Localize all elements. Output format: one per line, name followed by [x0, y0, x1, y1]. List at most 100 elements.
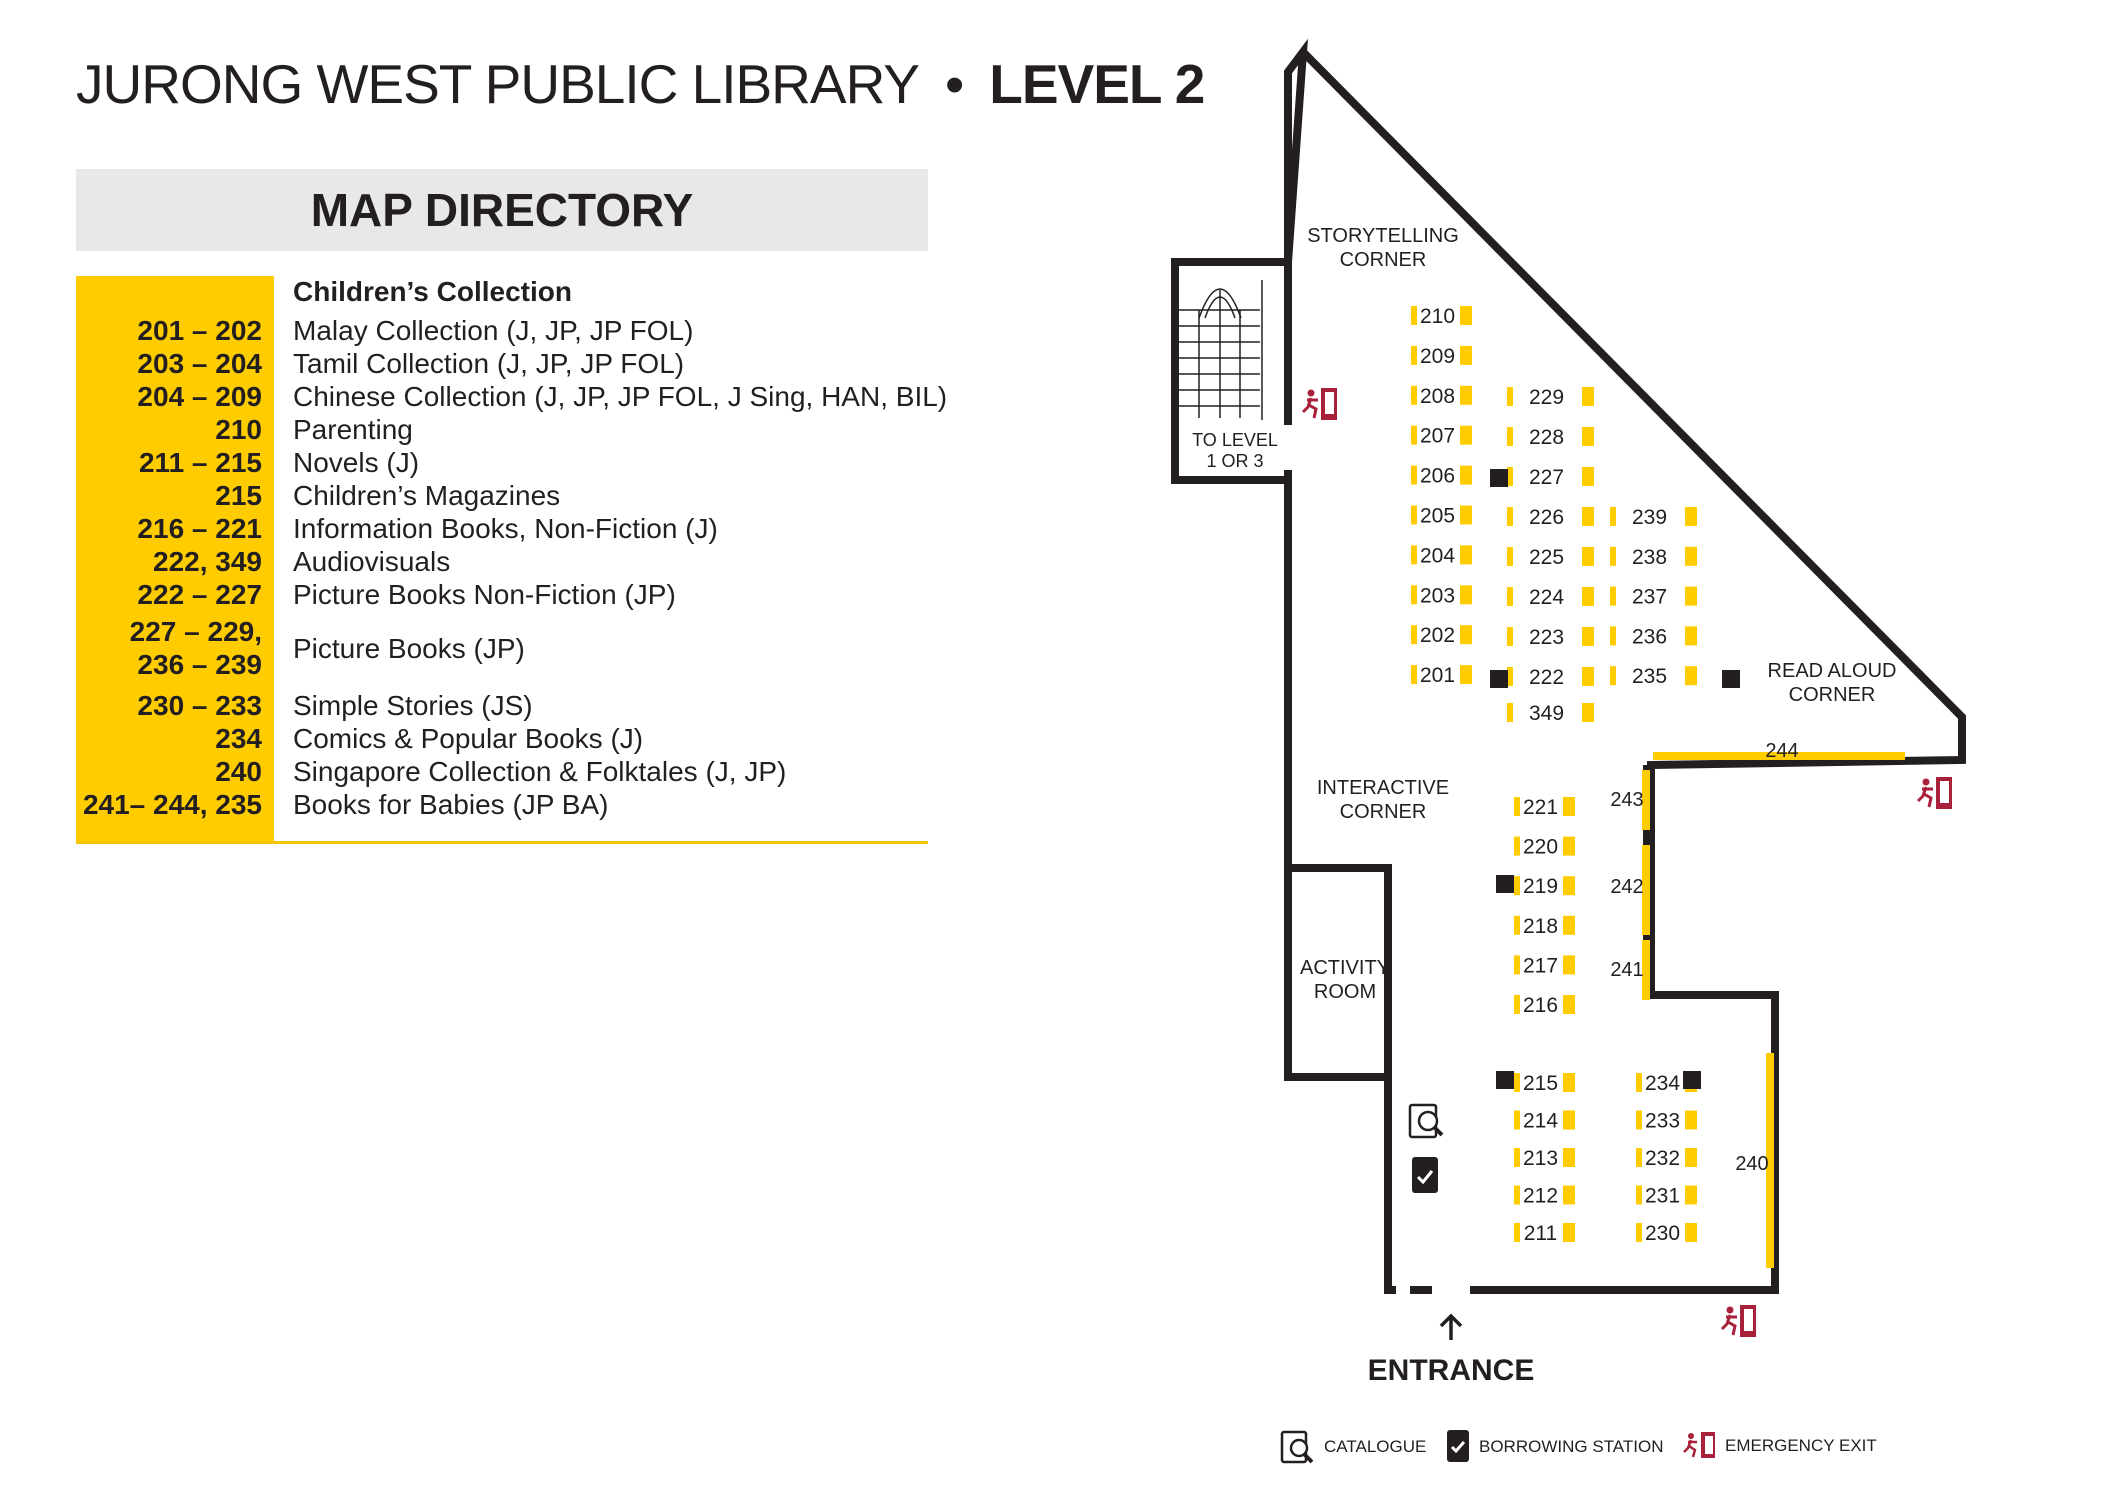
shelf-212: 212	[1514, 1185, 1575, 1208]
wall-shelf-244	[1653, 752, 1905, 760]
shelf-number: 228	[1529, 426, 1564, 449]
shelf-marker	[1507, 703, 1513, 722]
shelf-number: 211	[1524, 1222, 1557, 1245]
shelf-209: 209	[1411, 345, 1472, 368]
shelf-marker	[1507, 427, 1513, 446]
shelf-214: 214	[1514, 1110, 1575, 1133]
shelf-marker	[1685, 1185, 1697, 1205]
directory-row-description: Chinese Collection (J, JP, JP FOL, J Sin…	[293, 381, 948, 412]
shelf-marker	[1563, 915, 1575, 935]
shelf-marker	[1610, 666, 1616, 686]
shelf-marker	[1460, 665, 1472, 685]
shelf-marker	[1582, 507, 1594, 526]
wall-shelf-243	[1642, 770, 1650, 830]
directory-category: Children’s Collection	[293, 276, 572, 307]
directory-row-description: Parenting	[293, 414, 413, 445]
staircase	[1178, 280, 1263, 420]
catalogue-icon	[1280, 1430, 1314, 1464]
shelf-number: 224	[1529, 586, 1564, 609]
shelf-number: 231	[1645, 1185, 1680, 1208]
shelf-marker	[1460, 585, 1472, 605]
directory-row-description: Audiovisuals	[293, 546, 451, 577]
shelf-202: 202	[1411, 624, 1472, 647]
shelf-219: 219	[1514, 875, 1575, 898]
shelf-number: 349	[1529, 702, 1564, 725]
shelf-marker	[1411, 625, 1417, 645]
shelf-233: 233	[1636, 1110, 1697, 1133]
directory-number-column	[76, 276, 274, 841]
shelf-marker	[1610, 507, 1616, 526]
shelf-239: 239	[1610, 506, 1697, 529]
directory-row-description: Simple Stories (JS)	[293, 690, 533, 721]
title-bullet: •	[945, 53, 964, 115]
shelf-marker	[1563, 1223, 1575, 1242]
wall-shelf-240	[1766, 1053, 1774, 1268]
shelf-marker	[1507, 547, 1513, 566]
directory-row-description: Books for Babies (JP BA)	[293, 789, 609, 820]
wall-shelf-label-241: 241	[1610, 959, 1643, 981]
shelf-marker	[1582, 547, 1594, 566]
shelf-238: 238	[1610, 546, 1697, 569]
shelf-217: 217	[1514, 954, 1575, 977]
shelf-marker	[1582, 467, 1594, 486]
shelf-206: 206	[1411, 465, 1472, 488]
shelf-221: 221	[1514, 796, 1575, 819]
shelf-marker	[1610, 586, 1616, 606]
shelf-204: 204	[1411, 544, 1472, 567]
shelf-marker	[1582, 387, 1594, 406]
shelf-number: 201	[1420, 664, 1455, 687]
shelf-marker	[1411, 585, 1417, 605]
shelf-marker	[1514, 1148, 1520, 1167]
shelf-number: 216	[1523, 994, 1558, 1017]
interactive-corner-label-2: CORNER	[1340, 801, 1427, 823]
shelf-marker	[1582, 627, 1594, 646]
shelf-number: 202	[1420, 624, 1455, 647]
shelf-number: 204	[1420, 544, 1455, 567]
station-markers	[1490, 469, 1740, 1089]
shelf-marker	[1514, 915, 1520, 935]
shelf-number: 235	[1632, 665, 1667, 688]
shelf-number: 205	[1420, 505, 1455, 528]
directory-row-description: Picture Books Non-Fiction (JP)	[293, 579, 676, 610]
shelf-210: 210	[1411, 305, 1472, 328]
shelf-number: 217	[1523, 954, 1558, 977]
shelf-235: 235	[1610, 665, 1697, 688]
shelf-marker	[1563, 995, 1575, 1014]
map-directory-header: MAP DIRECTORY	[76, 169, 928, 251]
shelf-marker	[1460, 306, 1472, 325]
station-marker	[1496, 1071, 1514, 1089]
station-marker	[1722, 670, 1740, 688]
shelf-marker	[1563, 876, 1575, 896]
shelf-marker	[1685, 546, 1697, 566]
directory-row-description: Comics & Popular Books (J)	[293, 723, 644, 754]
shelf-349: 349	[1507, 702, 1594, 725]
shelf-marker	[1411, 465, 1417, 485]
shelf-marker	[1507, 587, 1513, 606]
page-title: JURONG WEST PUBLIC LIBRARY•LEVEL 2	[76, 52, 1205, 116]
catalogue-icon	[1408, 1103, 1444, 1139]
shelf-number: 210	[1420, 305, 1455, 328]
shelf-231: 231	[1636, 1185, 1697, 1208]
library-name: JURONG WEST PUBLIC LIBRARY	[76, 53, 920, 115]
shelf-number: 238	[1632, 546, 1667, 569]
emergency-exits	[1301, 388, 1952, 1337]
shelf-number: 206	[1420, 465, 1455, 488]
shelf-marker	[1610, 546, 1616, 566]
shelf-marker	[1685, 666, 1697, 686]
shelf-number: 234	[1645, 1072, 1680, 1095]
shelf-222: 222	[1507, 666, 1594, 689]
shelf-number: 239	[1632, 506, 1667, 529]
storytelling-corner-label-1: STORYTELLING	[1307, 225, 1459, 247]
shelf-230: 230	[1636, 1222, 1697, 1245]
wall-shelf-label-242: 242	[1610, 876, 1643, 898]
shelf-224: 224	[1507, 586, 1594, 609]
shelf-units: 2102092082072062052042032022012292282272…	[1411, 305, 1697, 1245]
directory-row-description: Information Books, Non-Fiction (J)	[293, 513, 718, 544]
activity-room-label-2: ROOM	[1314, 981, 1376, 1003]
station-marker	[1490, 469, 1508, 487]
shelf-marker	[1507, 507, 1513, 526]
wall-shelves	[1642, 752, 1905, 1268]
shelf-number: 218	[1523, 915, 1558, 938]
shelf-marker	[1563, 1148, 1575, 1167]
shelf-220: 220	[1514, 836, 1575, 859]
